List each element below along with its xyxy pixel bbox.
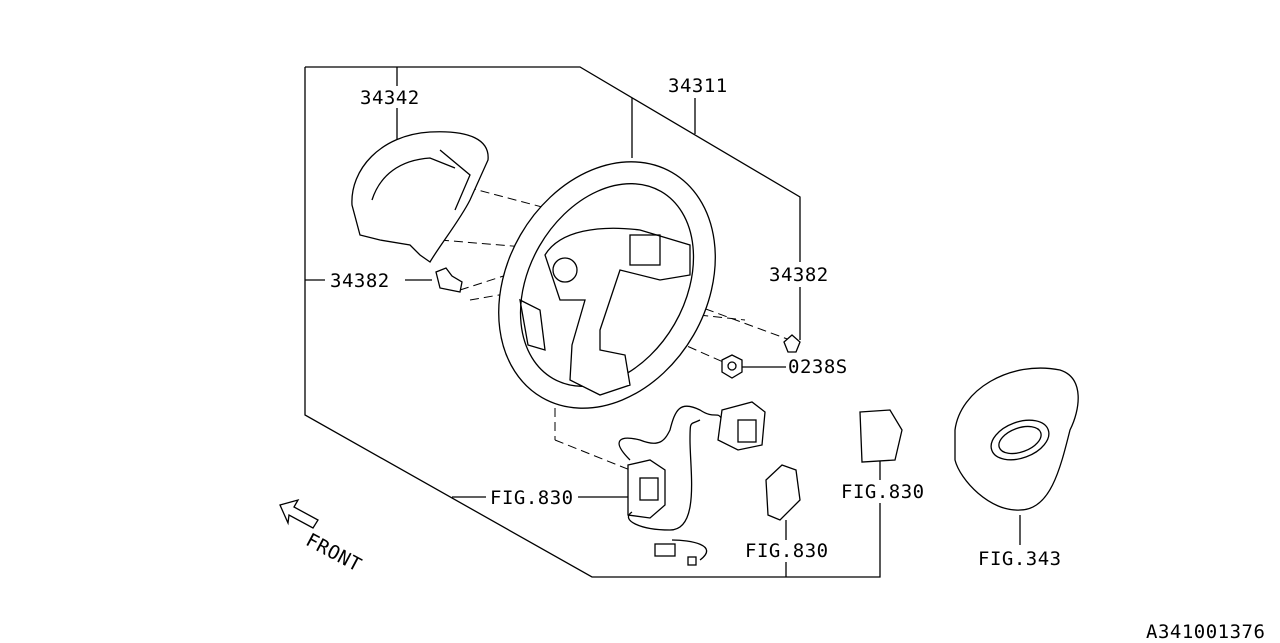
diagram-id: A341001376 [1146,621,1266,643]
front-arrow-icon [279,498,319,529]
switch-top-part [717,401,766,451]
switch-left-part [618,405,723,566]
nut-part [721,354,743,379]
bolt-right-part [783,334,801,353]
switch-middle-part [765,464,801,521]
switch-right-part [859,409,903,463]
airbag-part [954,367,1079,511]
fig-link-airbag[interactable]: FIG.343 [978,548,1062,570]
horn-cover-part [351,131,489,263]
part-label-steering-wheel[interactable]: 34311 [668,75,728,97]
fig-link-switch-middle[interactable]: FIG.830 [745,540,829,562]
fig-link-switch-right[interactable]: FIG.830 [841,481,925,503]
part-label-bolt-left[interactable]: 34382 [330,270,390,292]
part-label-horn-cover[interactable]: 34342 [360,87,420,109]
part-label-nut[interactable]: 0238S [788,356,848,378]
steering-wheel-part [498,161,716,409]
fig-link-switch-left[interactable]: FIG.830 [490,487,574,509]
part-label-bolt-right[interactable]: 34382 [769,264,829,286]
group-outline [305,66,801,262]
bolt-left-part [435,267,463,293]
